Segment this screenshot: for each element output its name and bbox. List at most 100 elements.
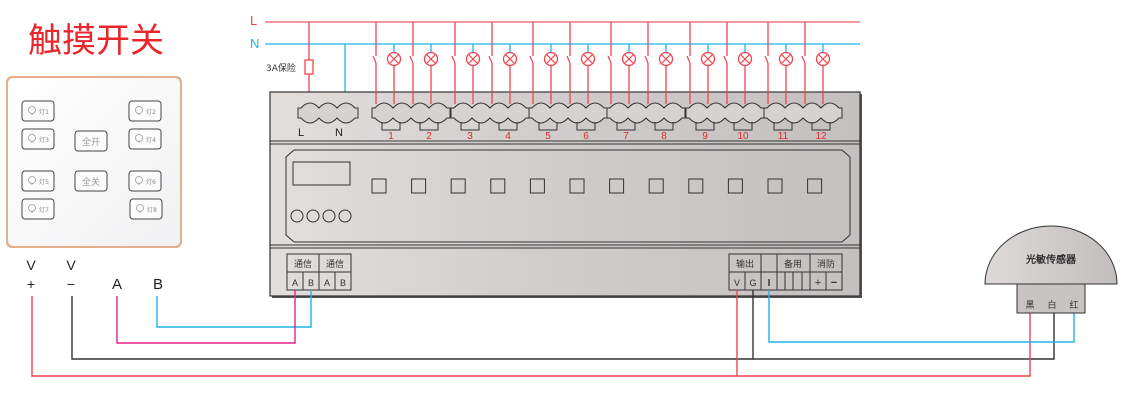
channel-label-4: 4	[505, 131, 511, 142]
fuse-icon	[304, 59, 314, 75]
channel-button-10[interactable]	[727, 178, 743, 194]
touch-button-label: 灯7	[39, 206, 49, 214]
channel-label-1: 1	[388, 131, 394, 142]
touch-button-label: 灯2	[146, 108, 156, 116]
light-sensor: 光敏传感器 黑 白 红	[984, 225, 1118, 314]
channel-button-8[interactable]	[648, 178, 664, 194]
lamp-icon	[778, 51, 794, 67]
touch-button-label: 灯5	[39, 178, 49, 186]
touch-button-label: 灯3	[39, 136, 49, 144]
fuse-label: 3A保险	[266, 62, 296, 74]
lamp-icon	[580, 51, 596, 67]
wire-comm-b	[156, 290, 312, 328]
channel-button-12[interactable]	[807, 178, 823, 194]
channel-button-7[interactable]	[609, 178, 625, 194]
touch-button-label: 灯8	[147, 206, 157, 214]
channel-button-2[interactable]	[411, 178, 427, 194]
touch-button-label: 灯6	[146, 178, 156, 186]
channel-label-10: 10	[737, 131, 749, 142]
spare-header: 备用	[784, 258, 802, 270]
touch-button-7[interactable]: 灯5	[21, 170, 55, 192]
bulb-icon	[28, 106, 36, 115]
terminal-block	[297, 102, 359, 124]
channel-label-12: 12	[815, 131, 827, 142]
terminal-b: B	[153, 276, 163, 293]
module-body	[269, 91, 861, 297]
comm2-header: 通信	[326, 258, 344, 270]
io-terminal-block: 输出 备用 消防 V G I + −	[728, 253, 843, 291]
lamp-icon	[465, 51, 481, 67]
touch-button-5[interactable]: 全开	[74, 130, 108, 152]
output-header: 输出	[736, 258, 754, 270]
touch-button-10[interactable]: 灯8	[129, 198, 163, 220]
touch-button-3[interactable]: 灯3	[21, 128, 55, 150]
indicator-led-icon	[322, 209, 336, 223]
terminal-block	[371, 102, 451, 124]
wire-power-plus	[31, 296, 1031, 377]
live-bus-label: L	[250, 13, 257, 28]
switch-contact-icon	[764, 55, 769, 64]
channel-label-6: 6	[583, 131, 589, 142]
wire-ground	[71, 290, 754, 360]
channel-label-8: 8	[661, 131, 667, 142]
channel-label-5: 5	[545, 131, 551, 142]
relay-module	[269, 91, 862, 298]
channel-label-9: 9	[702, 131, 708, 142]
power-bus: L N	[250, 13, 860, 51]
lamp-icon	[502, 51, 518, 67]
terminal-label-l: L	[298, 127, 304, 139]
touch-button-8[interactable]: 灯6	[128, 170, 162, 192]
touch-button-1[interactable]: 灯1	[21, 100, 55, 122]
comm2-pin-b: B	[340, 278, 346, 288]
bulb-icon	[136, 204, 144, 213]
bulb-icon	[135, 176, 143, 185]
channel-button-1[interactable]	[371, 178, 387, 194]
lamp-icon	[700, 51, 716, 67]
switch-contact-icon	[372, 55, 377, 64]
display-window	[292, 161, 351, 186]
lamp-icon	[423, 51, 439, 67]
channel-label-2: 2	[426, 131, 432, 142]
terminal-v-minus-bottom: −	[67, 276, 75, 292]
touch-button-4[interactable]: 灯4	[128, 128, 162, 150]
touch-button-9[interactable]: 灯7	[21, 198, 55, 220]
terminal-v-plus-bottom: +	[27, 276, 35, 292]
switch-contact-icon	[644, 55, 649, 64]
terminal-v-minus-top: V	[66, 257, 76, 273]
terminal-a: A	[112, 276, 122, 293]
comm-wires	[31, 290, 1075, 377]
channel-button-4[interactable]	[490, 178, 506, 194]
indicator-leds	[290, 209, 352, 223]
indicator-led-icon	[306, 209, 320, 223]
touch-button-2[interactable]: 灯2	[128, 100, 162, 122]
channel-button-5[interactable]	[529, 178, 545, 194]
indicator-led-icon	[338, 209, 352, 223]
touch-button-6[interactable]: 全关	[74, 170, 108, 192]
fire-pin-plus: +	[815, 277, 821, 289]
switch-contact-icon	[409, 55, 414, 64]
fire-header: 消防	[817, 258, 835, 270]
sensor-wire-black: 黑	[1025, 300, 1034, 311]
switch-contact-icon	[686, 55, 691, 64]
bulb-icon	[28, 176, 36, 185]
output-pin-g: G	[749, 278, 756, 288]
switch-contact-icon	[529, 55, 534, 64]
terminal-label-n: N	[335, 127, 343, 139]
lamp-icon	[737, 51, 753, 67]
neutral-bus-label: N	[250, 36, 259, 51]
touch-switch-terminals: V + V − A B	[26, 257, 163, 293]
terminal-block	[606, 102, 686, 124]
switch-contact-icon	[801, 55, 806, 64]
lamp-icon	[815, 51, 831, 67]
indicator-led-icon	[290, 209, 304, 223]
channel-button-6[interactable]	[569, 178, 585, 194]
channel-button-9[interactable]	[688, 178, 704, 194]
channel-button-3[interactable]	[450, 178, 466, 194]
touch-switch-title: 触摸开关	[28, 21, 164, 61]
lamp-icon	[621, 51, 637, 67]
comm2-pin-a: A	[324, 278, 330, 288]
lamp-icon	[386, 51, 402, 67]
channel-button-11[interactable]	[767, 178, 783, 194]
